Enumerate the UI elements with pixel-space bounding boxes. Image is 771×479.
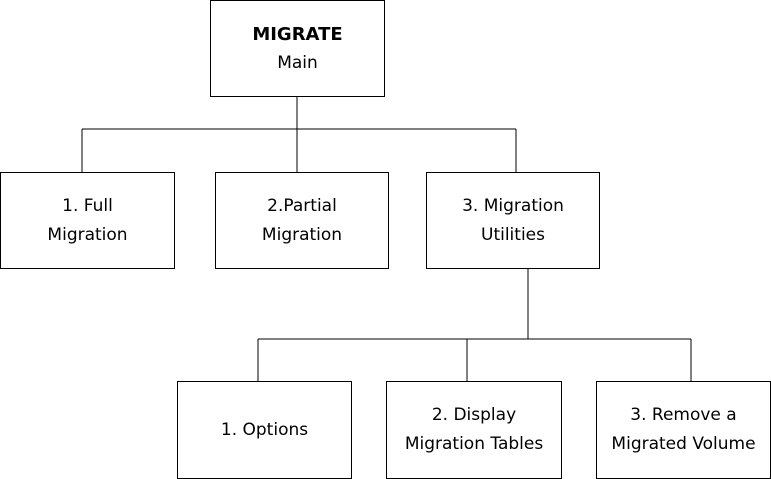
full-migration-line1: 1. Full: [62, 195, 113, 216]
options-box: 1. Options: [177, 381, 352, 479]
migrate-title: MIGRATE: [252, 23, 343, 45]
remove-volume-line2: Migrated Volume: [611, 434, 756, 454]
display-tables-line1: 2. Display: [431, 405, 517, 425]
full-migration-box: 1. Full Migration: [0, 172, 175, 269]
migrate-main-box: MIGRATE Main: [210, 0, 385, 97]
migration-utilities-line1: 3. Migration: [462, 195, 564, 216]
remove-migrated-volume-box: 3. Remove a Migrated Volume: [596, 381, 771, 479]
partial-migration-line1: 2.Partial: [267, 195, 337, 216]
migration-utilities-box: 3. Migration Utilities: [426, 172, 600, 269]
migrate-subtitle: Main: [277, 52, 318, 73]
display-tables-line2: Migration Tables: [404, 434, 544, 454]
partial-migration-box: 2.Partial Migration: [215, 172, 389, 269]
display-migration-tables-box: 2. Display Migration Tables: [386, 381, 562, 479]
full-migration-line2: Migration: [47, 224, 128, 245]
partial-migration-line2: Migration: [261, 224, 343, 245]
remove-volume-line1: 3. Remove a: [630, 405, 737, 425]
options-line1: 1. Options: [220, 419, 309, 440]
migration-utilities-line2: Utilities: [481, 224, 545, 245]
